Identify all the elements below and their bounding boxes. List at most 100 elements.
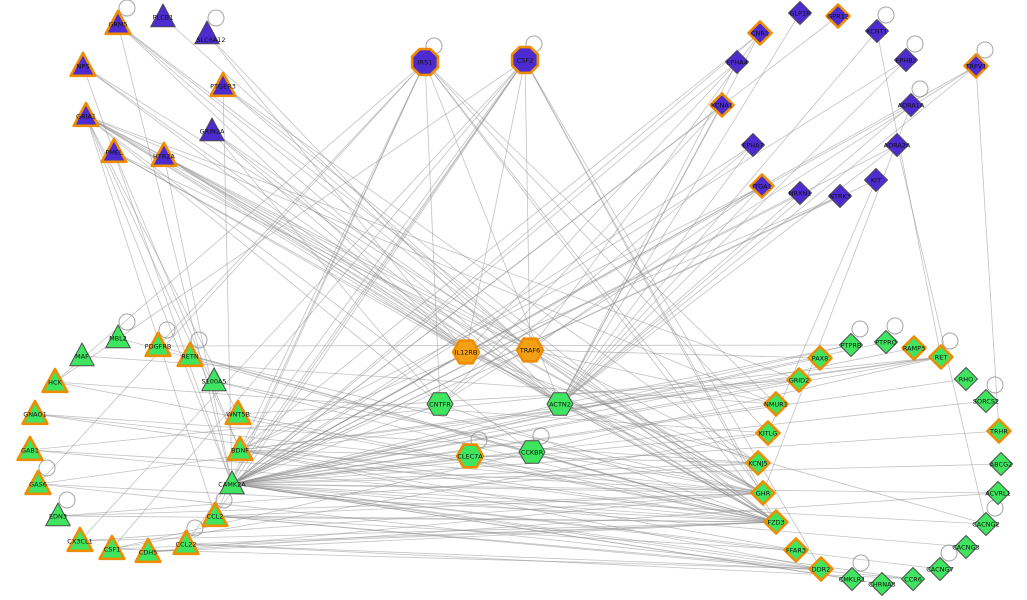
node-CNR1[interactable] <box>747 20 773 46</box>
node-CDH5[interactable] <box>134 537 162 564</box>
node-WNT5B[interactable] <box>224 399 252 426</box>
edge-GAB1-FZD3 <box>29 449 777 523</box>
node-S100A5[interactable] <box>201 367 227 392</box>
node-KCNA1[interactable] <box>709 92 735 118</box>
node-EDN3[interactable] <box>45 502 71 527</box>
edge-ITGA1-BDNF <box>239 185 763 451</box>
node-HCK[interactable] <box>41 367 69 394</box>
node-ABCG2[interactable] <box>989 452 1013 476</box>
node-CCKBR[interactable] <box>518 440 546 464</box>
node-FFAR3[interactable] <box>783 537 809 563</box>
node-TRPV1[interactable] <box>963 53 989 79</box>
node-RET[interactable] <box>928 344 954 370</box>
node-PMEL[interactable] <box>100 137 128 164</box>
node-TRHR[interactable] <box>986 418 1012 444</box>
node-PTGER3[interactable] <box>209 71 237 98</box>
node-FZD3[interactable] <box>763 509 789 535</box>
node-ADRA1A[interactable] <box>899 93 923 117</box>
edge-CAMK2A-FZD3 <box>231 483 777 523</box>
node-IL12RB[interactable] <box>451 339 481 365</box>
node-RETN[interactable] <box>176 341 204 368</box>
node-TRAF6[interactable] <box>515 337 545 363</box>
node-ACTN2[interactable] <box>546 392 574 416</box>
node-CSF1[interactable] <box>98 534 126 561</box>
node-EPHA4[interactable] <box>725 50 749 74</box>
edge-ACTN2-CACNG2 <box>559 403 987 525</box>
node-KIT[interactable] <box>864 168 888 192</box>
node-CCL22[interactable] <box>172 529 200 556</box>
edge-PLCB1-TRAF6 <box>162 16 531 351</box>
node-GLP1R[interactable] <box>788 1 812 25</box>
edge-HTR2A-CAMK2A <box>163 155 233 485</box>
node-NRXN1[interactable] <box>788 181 812 205</box>
node-GPR12[interactable] <box>825 3 851 29</box>
edge-CX3CL1-GHR <box>79 492 764 542</box>
node-EPHA7[interactable] <box>741 133 765 157</box>
edge-CSF2-CCL2 <box>214 59 526 517</box>
node-IRS1[interactable] <box>410 47 440 77</box>
node-KITLG[interactable] <box>755 420 781 446</box>
edge-IRS1-CNTFR <box>424 61 441 405</box>
edge-CSF2-HCK <box>54 59 526 383</box>
node-KCNT1[interactable] <box>865 19 889 43</box>
node-GAS6[interactable] <box>24 469 52 496</box>
edge-CNTFR-CAMK2A <box>231 403 441 485</box>
node-HTR2A[interactable] <box>150 141 178 168</box>
node-PLCB1[interactable] <box>150 3 176 28</box>
node-GAB1[interactable] <box>16 435 44 462</box>
node-CACNG7[interactable] <box>928 557 952 581</box>
node-CHRNA3[interactable] <box>870 572 894 596</box>
node-CMKLR1[interactable] <box>840 567 864 591</box>
node-BDNF[interactable] <box>226 435 254 462</box>
edge-BDNF-GHR <box>239 449 764 494</box>
edge-ACTN2-PTPRB <box>559 344 852 405</box>
node-ITGA1[interactable] <box>749 173 775 199</box>
edge-ADRA2A-CAMK2A <box>231 144 898 485</box>
node-CSF2[interactable] <box>510 45 540 75</box>
node-NTRK3[interactable] <box>828 184 852 208</box>
node-MAF[interactable] <box>69 342 95 367</box>
edge-TRAF6-FZD3 <box>529 349 777 523</box>
node-GHR[interactable] <box>750 480 776 506</box>
node-EPHB2[interactable] <box>894 48 918 72</box>
node-ADRA2A[interactable] <box>885 133 909 157</box>
node-CAMK2A[interactable] <box>219 470 245 495</box>
node-DDR2[interactable] <box>808 556 834 582</box>
node-ACVRL1[interactable] <box>986 481 1010 505</box>
node-CNTFR[interactable] <box>426 392 454 416</box>
node-MBL2[interactable] <box>105 324 131 349</box>
edge-PMEL-TRAF6 <box>113 151 531 351</box>
edge-CSF2-DDR2 <box>524 59 822 570</box>
edge-PTGER3-FZD3 <box>222 85 777 523</box>
node-NPS[interactable] <box>69 51 97 78</box>
node-SORCS2[interactable] <box>974 389 998 413</box>
node-CCR6[interactable] <box>901 567 925 591</box>
node-PDGFRB[interactable] <box>144 331 172 358</box>
node-PTPRB[interactable] <box>839 333 863 357</box>
node-CX3CL1[interactable] <box>66 526 94 553</box>
node-RAMP3[interactable] <box>901 335 927 361</box>
self-loop-RET <box>941 332 959 350</box>
node-CACNG3[interactable] <box>954 535 978 559</box>
node-CACNG2[interactable] <box>974 512 998 536</box>
node-PAX8[interactable] <box>807 345 833 371</box>
node-GRID2[interactable] <box>786 367 812 393</box>
node-CCL2[interactable] <box>201 501 229 528</box>
edge-GRIN2A-FZD3 <box>211 130 777 523</box>
edge-GAS6-FZD3 <box>37 483 777 523</box>
edge-GRIA1-CCL2 <box>85 115 216 517</box>
node-CLEC7A[interactable] <box>455 443 485 469</box>
node-GRIA1[interactable] <box>72 101 100 128</box>
edge-TRPV1-TRHR <box>975 65 1000 432</box>
node-GRM5[interactable] <box>104 9 132 36</box>
edge-EDN3-KCNJ5 <box>57 462 759 517</box>
node-GNAO1[interactable] <box>21 399 49 426</box>
node-SLC6A12[interactable] <box>194 20 220 45</box>
node-KCNJ5[interactable] <box>745 450 771 476</box>
node-PTPRO[interactable] <box>874 330 898 354</box>
node-GRIN2A[interactable] <box>199 117 225 142</box>
node-RHO[interactable] <box>954 367 978 391</box>
node-NMUR1[interactable] <box>763 391 789 417</box>
